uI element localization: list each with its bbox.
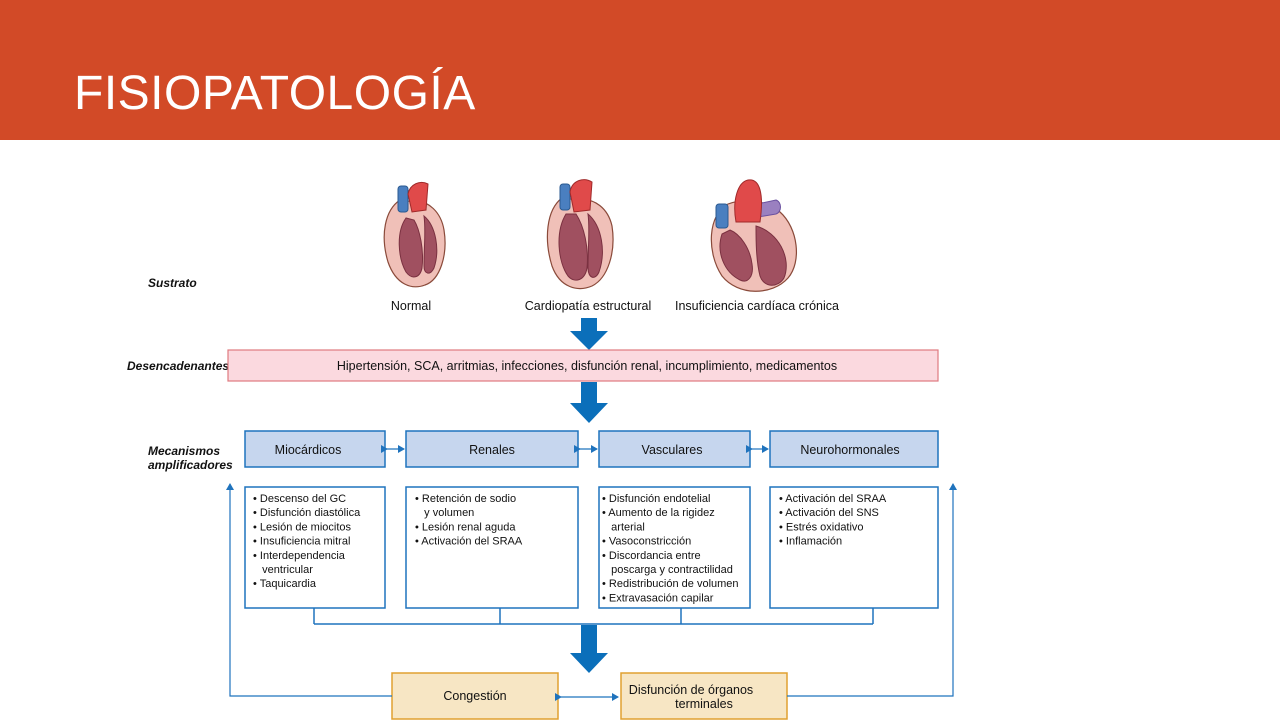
mechanism-box-neurohormonal bbox=[769, 430, 939, 468]
outcome-box-organ-dysfunction bbox=[620, 672, 788, 720]
heart-caption-chronic: Insuficiencia cardíaca crónica bbox=[675, 299, 839, 313]
heart-normal-illustration bbox=[383, 181, 446, 288]
triggers-text: Hipertensión, SCA, arritmias, infeccione… bbox=[337, 359, 837, 373]
feedback-arrow-right bbox=[787, 483, 957, 697]
mechanism-detail-renal bbox=[405, 486, 579, 609]
flow-arrow-triggers-to-mechanisms bbox=[570, 382, 608, 423]
heart-chronic-failure-illustration bbox=[710, 179, 797, 292]
label-triggers: Desencadenantes bbox=[127, 359, 229, 373]
label-mechanisms-line1: Mecanismos bbox=[148, 444, 220, 458]
heart-caption-structural: Cardiopatía estructural bbox=[525, 299, 651, 313]
mechanism-title-vascular: Vasculares bbox=[642, 443, 703, 457]
heart-structural-illustration bbox=[546, 179, 614, 290]
mechanism-detail-neurohormonal bbox=[769, 486, 939, 609]
mechanism-list-vascular: • Disfunción endotelial • Aumento de la … bbox=[602, 493, 742, 604]
heart-caption-normal: Normal bbox=[391, 299, 431, 313]
outcome-organ-dysfunction-line1: Disfunción de órganos bbox=[629, 683, 753, 697]
mechanism-list-renal: • Retención de sodio y volumen • Lesión … bbox=[415, 493, 523, 548]
outcome-congestion: Congestión bbox=[443, 689, 506, 703]
flow-arrow-substrate-to-triggers bbox=[570, 318, 608, 350]
slide-header: FISIOPATOLOGÍA bbox=[0, 0, 1280, 140]
mechanisms-join-bracket bbox=[313, 608, 874, 625]
mechanism-list-neurohormonal: • Activación del SRAA • Activación del S… bbox=[779, 493, 889, 548]
outcome-organ-dysfunction-line2: terminales bbox=[675, 697, 733, 711]
flow-arrow-mechanisms-to-outcomes bbox=[570, 625, 608, 673]
label-mechanisms-line2: amplificadores bbox=[148, 458, 233, 472]
mechanism-box-vascular bbox=[598, 430, 751, 468]
mechanism-list-myocardial: • Descenso del GC • Disfunción diastólic… bbox=[253, 493, 363, 590]
mechanism-detail-myocardial bbox=[244, 486, 386, 609]
mechanism-title-renal: Renales bbox=[469, 443, 515, 457]
triggers-box bbox=[227, 349, 939, 382]
mechanism-title-myocardial: Miocárdicos bbox=[275, 443, 342, 457]
slide-title: FISIOPATOLOGÍA bbox=[74, 67, 476, 120]
feedback-arrow-left bbox=[226, 483, 392, 697]
mechanism-title-neurohormonal: Neurohormonales bbox=[800, 443, 899, 457]
mechanism-detail-vascular bbox=[598, 486, 751, 609]
label-substrate: Sustrato bbox=[148, 276, 197, 290]
